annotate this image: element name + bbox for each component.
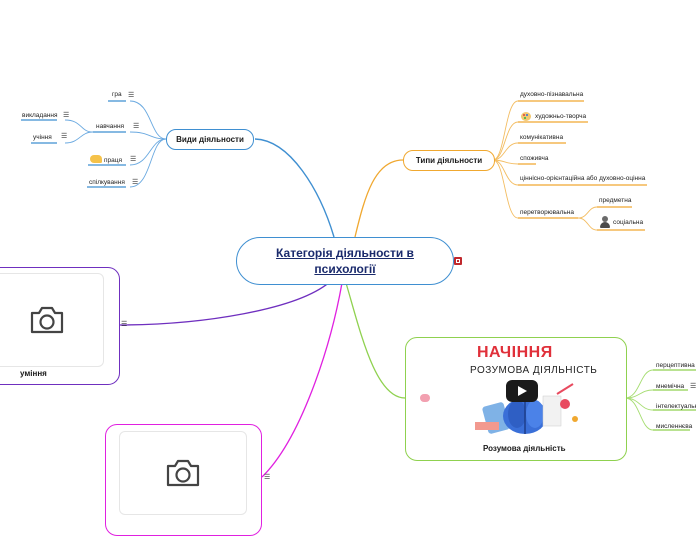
video-thumbnail[interactable]: НАЧІННЯ РОЗУМОВА ДІЯЛЬНІСТЬ [455, 344, 605, 439]
branch-activity-kinds[interactable]: Види діяльности [166, 129, 254, 150]
notes-icon[interactable]: ☰ [63, 112, 70, 119]
notes-icon[interactable]: ☰ [130, 156, 137, 163]
topic-mnemonic[interactable]: мнемічна [656, 383, 685, 390]
branch-activity-kinds-label: Види діяльности [176, 135, 244, 144]
topic-social[interactable]: соціальна [613, 219, 644, 226]
topic-spiritual-cognitive[interactable]: духовно-пізнавальна [520, 91, 584, 98]
topic-perceptive[interactable]: перцептивна [656, 362, 695, 369]
brain-emoji-icon [420, 394, 430, 402]
topic-value-oriented[interactable]: ціннісно-орієнтаційна або духовно-оцінна [520, 175, 646, 182]
topic-thinking[interactable]: мисленнєва [656, 423, 693, 430]
topic-game[interactable]: гра [112, 91, 122, 98]
mental-activity-label: Розумова діяльність [483, 444, 566, 453]
notes-icon[interactable]: ☰ [133, 123, 140, 130]
image-placeholder [119, 431, 247, 515]
topic-artistic-creative[interactable]: художньо-творча [535, 113, 587, 120]
notes-icon[interactable]: ☰ [132, 179, 139, 186]
arm-emoji-icon [90, 155, 102, 163]
brain-illustration [475, 383, 578, 434]
topic-objective[interactable]: предметна [599, 197, 632, 204]
branch-activity-types[interactable]: Типи діяльности [403, 150, 495, 171]
notes-icon[interactable]: ☰ [128, 92, 135, 99]
skills-label: уміння [20, 369, 47, 378]
thumbnail-title: НАЧІННЯ [477, 344, 553, 361]
notes-icon[interactable]: ☰ [61, 133, 68, 140]
topic-studying[interactable]: учіння [33, 134, 52, 141]
notes-icon[interactable]: ☰ [264, 474, 271, 481]
topic-communication[interactable]: спілкування [89, 179, 125, 186]
mind-map-connectors [21, 100, 696, 478]
topic-learning[interactable]: навчання [96, 123, 125, 130]
person-emoji-icon [599, 216, 611, 228]
play-button[interactable] [506, 380, 538, 402]
note-icon[interactable] [454, 257, 462, 265]
camera-icon [30, 306, 64, 334]
notes-icon[interactable]: ☰ [690, 383, 696, 390]
topic-consumer[interactable]: споживча [520, 155, 549, 162]
topic-teaching[interactable]: викладання [22, 112, 58, 119]
topic-intellectual[interactable]: інтелектуальна [656, 403, 696, 410]
topic-work[interactable]: праця [104, 157, 122, 164]
topic-transformative[interactable]: перетворювальна [520, 209, 574, 216]
notes-icon[interactable]: ☰ [121, 321, 128, 328]
thumbnail-subtitle: РОЗУМОВА ДІЯЛЬНІСТЬ [470, 365, 598, 376]
central-topic-label: Категорія діяльности в психології [276, 246, 414, 276]
topic-communicative[interactable]: комунікативна [520, 134, 564, 141]
branch-activity-types-label: Типи діяльности [415, 156, 483, 165]
central-topic[interactable]: Категорія діяльности в психології [236, 237, 454, 285]
camera-icon [166, 459, 200, 487]
image-placeholder [0, 273, 104, 367]
palette-emoji-icon [521, 112, 531, 121]
